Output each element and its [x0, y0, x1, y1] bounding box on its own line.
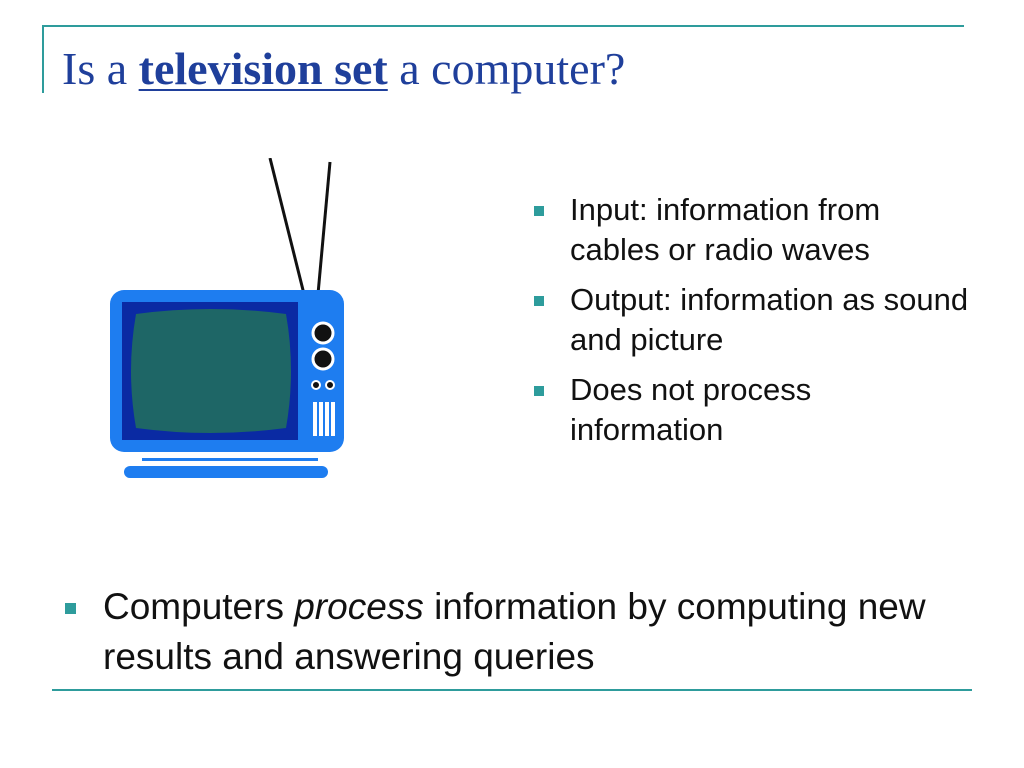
- bullet-text: Input: information from cables or radio …: [570, 192, 881, 267]
- bottom-bullet-before: Computers: [103, 586, 295, 627]
- list-item: Output: information as sound and picture: [530, 280, 970, 360]
- antenna-left: [268, 158, 306, 295]
- bullet-text: Does not process information: [570, 372, 812, 447]
- television-icon: [110, 158, 344, 478]
- right-bullet-list: Input: information from cables or radio …: [530, 190, 970, 460]
- tv-speaker-grille: [313, 402, 335, 436]
- frame-top-rule: [42, 25, 964, 27]
- list-item: Computers process information by computi…: [60, 582, 970, 682]
- tv-button-right: [325, 380, 335, 390]
- title-emphasis: television set: [138, 43, 388, 94]
- tv-knob-bottom: [311, 347, 335, 371]
- square-bullet-icon: [534, 296, 544, 306]
- title-prefix: Is a: [62, 43, 139, 94]
- bottom-bullet-after: information by computing new results and…: [103, 586, 926, 677]
- tv-screen: [131, 309, 291, 433]
- square-bullet-icon: [534, 386, 544, 396]
- bottom-bullet-list: Computers process information by computi…: [60, 582, 970, 682]
- bullet-text: Output: information as sound and picture: [570, 282, 969, 357]
- square-bullet-icon: [65, 603, 76, 614]
- list-item: Input: information from cables or radio …: [530, 190, 970, 270]
- tv-stand-line: [142, 458, 318, 461]
- slide-title: Is a television set a computer?: [62, 43, 626, 95]
- bottom-bullet-emphasis: process: [294, 586, 424, 627]
- frame-bottom-rule: [52, 689, 972, 691]
- tv-base: [124, 466, 328, 478]
- title-suffix: a computer?: [387, 43, 626, 94]
- tv-button-left: [311, 380, 321, 390]
- tv-knob-top: [311, 321, 335, 345]
- list-item: Does not process information: [530, 370, 970, 450]
- square-bullet-icon: [534, 206, 544, 216]
- antenna-right: [316, 161, 332, 295]
- frame-left-rule: [42, 25, 44, 93]
